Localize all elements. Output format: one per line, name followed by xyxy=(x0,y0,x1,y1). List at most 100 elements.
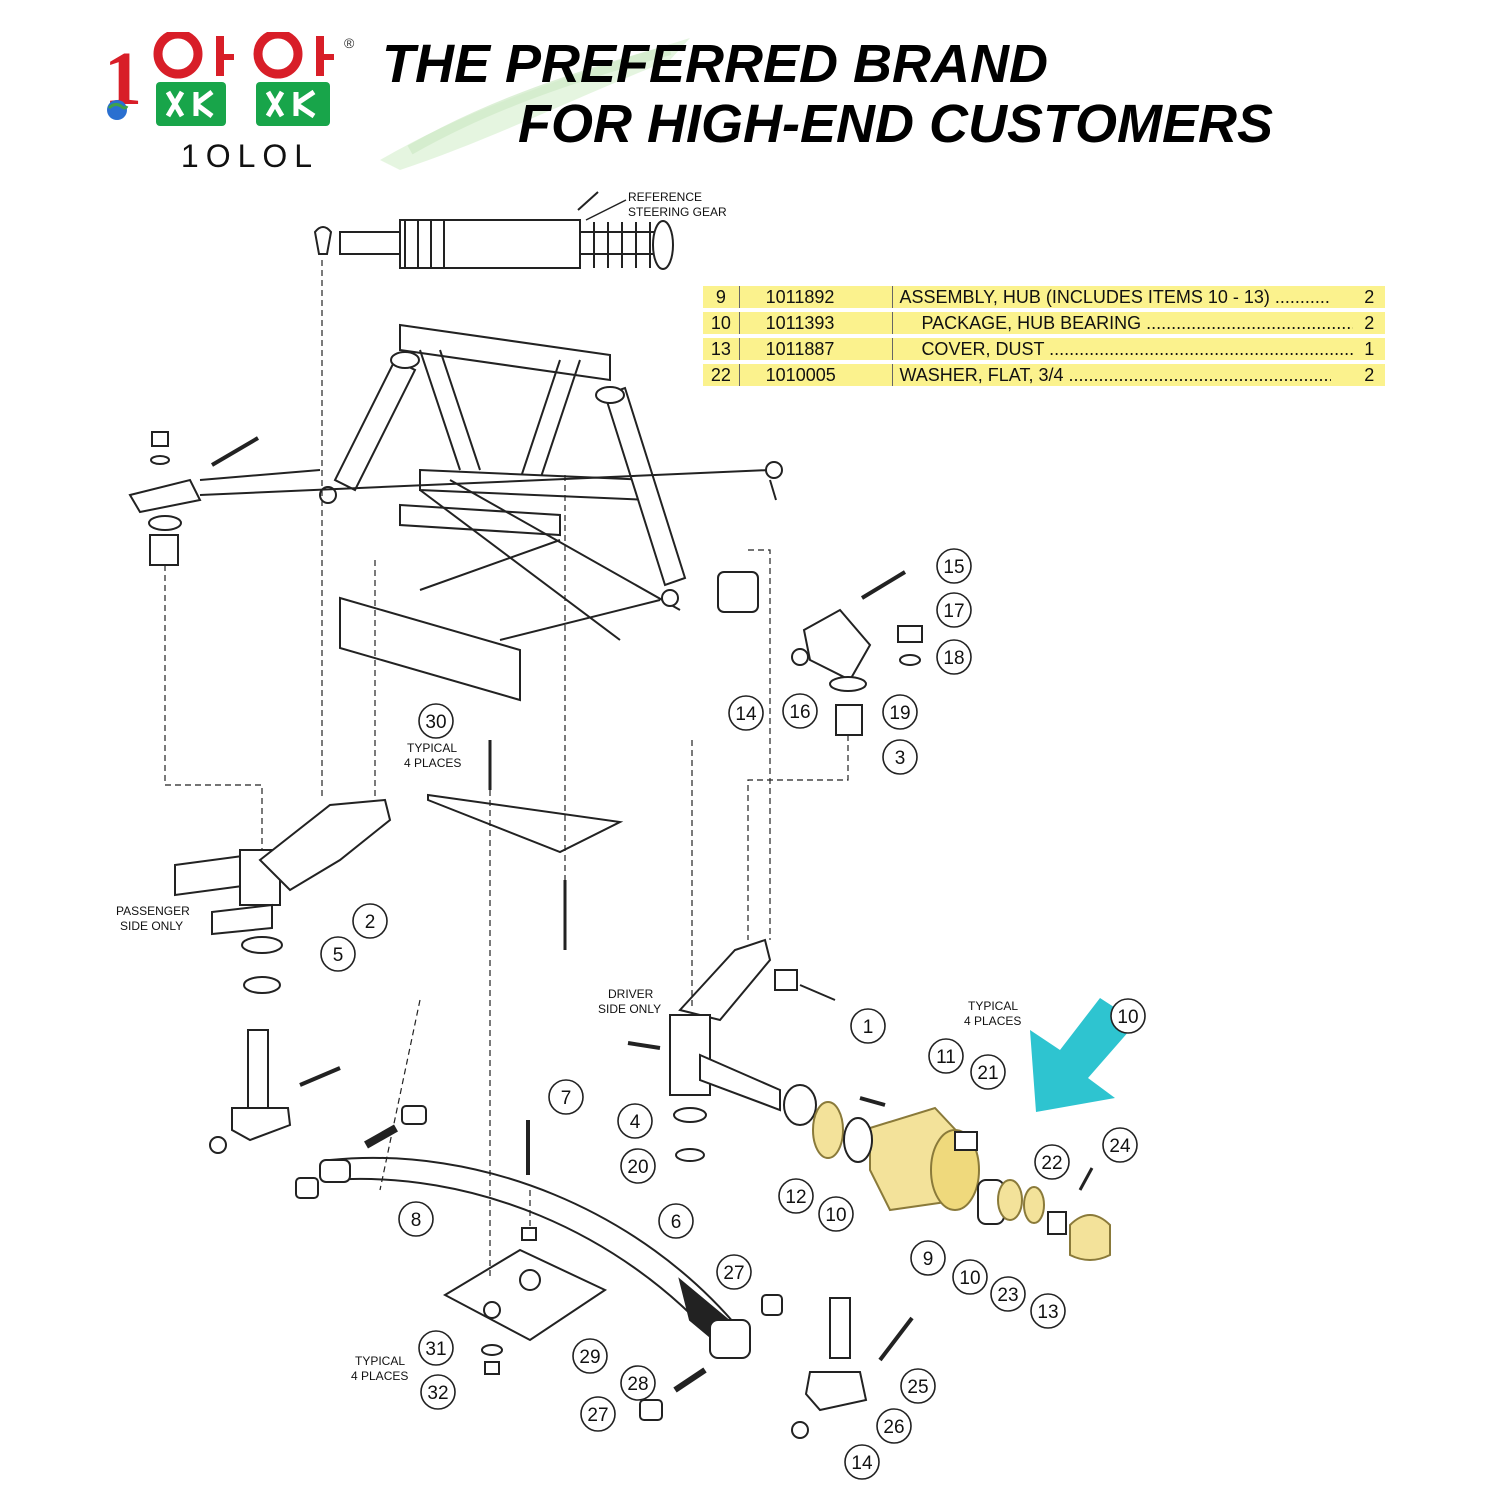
callout-27: 27 xyxy=(716,1254,752,1290)
callout-27: 27 xyxy=(580,1396,616,1432)
parts-table-description: COVER, DUST xyxy=(899,339,1353,360)
driver-side-spindle xyxy=(627,938,914,1439)
callout-number: 20 xyxy=(627,1157,648,1178)
callout-21: 21 xyxy=(970,1054,1006,1090)
callout-circle xyxy=(320,936,356,972)
note-typical-b-line1: TYPICAL xyxy=(968,999,1018,1013)
callout-number: 10 xyxy=(959,1268,980,1289)
note-typical-a-line1: TYPICAL xyxy=(407,741,457,755)
callout-circle xyxy=(398,1201,434,1237)
callout-number: 21 xyxy=(977,1063,998,1084)
callout-circle xyxy=(952,1259,988,1295)
callout-circle xyxy=(572,1338,608,1374)
callout-12: 12 xyxy=(778,1178,814,1214)
callout-25: 25 xyxy=(900,1368,936,1404)
parts-table-item-number: 13 xyxy=(703,338,739,360)
callout-6: 6 xyxy=(658,1203,694,1239)
note-typical-c-line2: 4 PLACES xyxy=(351,1369,408,1383)
dust-cover xyxy=(1047,1167,1111,1261)
callout-circle xyxy=(548,1079,584,1115)
callout-circle xyxy=(900,1368,936,1404)
callout-number: 9 xyxy=(923,1249,934,1270)
registered-mark: ® xyxy=(344,35,355,51)
callout-circle xyxy=(716,1254,752,1290)
callout-number: 25 xyxy=(907,1377,928,1398)
callout-circle xyxy=(782,693,818,729)
parts-table-item-number: 22 xyxy=(703,364,739,386)
parts-table-part-number: 1010005 xyxy=(738,364,894,386)
brush-stroke-decoration xyxy=(380,38,690,170)
callout-10: 10 xyxy=(1110,998,1146,1034)
callout-circle xyxy=(620,1148,656,1184)
callout-circle xyxy=(882,739,918,775)
callout-number: 13 xyxy=(1037,1302,1058,1323)
callout-number: 22 xyxy=(1041,1153,1062,1174)
skid-plate xyxy=(427,740,624,950)
callout-number: 17 xyxy=(943,601,964,622)
callout-circle xyxy=(936,639,972,675)
callout-9: 9 xyxy=(910,1240,946,1276)
callout-20: 20 xyxy=(620,1148,656,1184)
note-reference-line2: STEERING GEAR xyxy=(628,205,727,219)
callout-circle xyxy=(778,1178,814,1214)
left-upper-hardware xyxy=(128,431,260,566)
callout-circle xyxy=(620,1365,656,1401)
callout-number: 8 xyxy=(411,1210,422,1231)
callout-8: 8 xyxy=(398,1201,434,1237)
callout-number: 7 xyxy=(561,1088,572,1109)
callout-circle xyxy=(876,1408,912,1444)
callout-circle xyxy=(1110,998,1146,1034)
callout-number: 10 xyxy=(825,1205,846,1226)
hub-assembly xyxy=(859,1096,1005,1225)
callout-circle xyxy=(990,1276,1026,1312)
callout-circle xyxy=(617,1103,653,1139)
hub-bearing xyxy=(812,1101,1023,1221)
brand-wordmark: 1OLOL xyxy=(180,138,320,174)
callout-11: 11 xyxy=(928,1038,964,1074)
callout-30: 30 xyxy=(418,703,454,739)
callout-number: 18 xyxy=(943,648,964,669)
callout-circle xyxy=(850,1008,886,1044)
note-passenger-line2: SIDE ONLY xyxy=(120,919,183,933)
callout-14: 14 xyxy=(728,695,764,731)
callout-number: 11 xyxy=(936,1047,956,1068)
callout-number: 14 xyxy=(735,704,757,725)
callout-circle xyxy=(1030,1293,1066,1329)
callout-10: 10 xyxy=(952,1259,988,1295)
callout-number: 6 xyxy=(671,1212,682,1233)
front-suspension-exploded-diagram: REFERENCE STEERING GEAR TYPICAL 4 PLACES… xyxy=(116,190,1146,1480)
callout-7: 7 xyxy=(548,1079,584,1115)
callout-18: 18 xyxy=(936,639,972,675)
callout-number: 5 xyxy=(333,945,344,966)
callout-5: 5 xyxy=(320,936,356,972)
callout-number: 16 xyxy=(789,702,810,723)
callout-number: 27 xyxy=(723,1263,744,1284)
callout-circle xyxy=(580,1396,616,1432)
callout-22: 22 xyxy=(1034,1144,1070,1180)
callout-10: 10 xyxy=(818,1196,854,1232)
callout-17: 17 xyxy=(936,592,972,628)
callout-number: 27 xyxy=(587,1405,608,1426)
callout-29: 29 xyxy=(572,1338,608,1374)
callout-number: 29 xyxy=(579,1347,600,1368)
parts-table-description: ASSEMBLY, HUB (INCLUDES ITEMS 10 - 13) xyxy=(899,287,1331,308)
parts-table-part-number: 1011887 xyxy=(738,338,894,360)
note-driver-line1: DRIVER xyxy=(608,987,654,1001)
callout-number: 24 xyxy=(1109,1136,1131,1157)
right-upper-hardware xyxy=(717,461,923,736)
callout-14: 14 xyxy=(844,1444,880,1480)
callout-circle xyxy=(844,1444,880,1480)
callout-circle xyxy=(928,1038,964,1074)
passenger-side-spindle xyxy=(174,798,392,1154)
callout-circle xyxy=(818,1196,854,1232)
callout-26: 26 xyxy=(876,1408,912,1444)
callout-circle xyxy=(1102,1127,1138,1163)
callout-4: 4 xyxy=(617,1103,653,1139)
parts-table-part-number: 1011892 xyxy=(738,286,894,308)
callout-circle xyxy=(936,548,972,584)
note-reference-line1: REFERENCE xyxy=(628,190,702,204)
callout-number: 1 xyxy=(863,1017,874,1038)
